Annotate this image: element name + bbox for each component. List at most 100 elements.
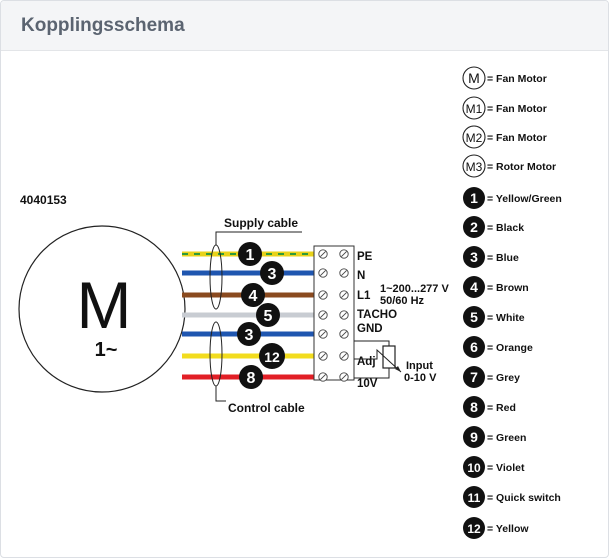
terminal-label: L1 xyxy=(357,290,371,302)
wire-3: 4 xyxy=(182,283,316,307)
legend-symbol-text: 1 xyxy=(470,190,478,206)
legend-item: 1= Yellow/Green xyxy=(463,187,562,209)
legend-color-badge xyxy=(463,246,485,268)
terminal-screw xyxy=(318,329,328,339)
legend-color-badge xyxy=(463,366,485,388)
legend-symbol-text: 4 xyxy=(470,279,478,295)
potentiometer-arrow xyxy=(395,366,401,372)
wire-badge xyxy=(241,283,265,307)
legend-symbol-text: 8 xyxy=(470,399,478,415)
potentiometer-lead-bottom xyxy=(354,368,390,379)
terminal-screw xyxy=(339,372,349,382)
legend-item: 10 = Violet xyxy=(463,456,525,478)
motor-symbol: M xyxy=(77,268,132,342)
legend-item: M= Fan Motor xyxy=(462,66,547,90)
legend-color-badge xyxy=(463,276,485,298)
legend-motor-symbol xyxy=(462,66,486,90)
terminal-screw xyxy=(318,290,328,300)
frequency-label: 50/60 Hz xyxy=(380,295,425,307)
legend-text: = Green xyxy=(487,432,526,444)
wire-2: 3 xyxy=(182,261,316,285)
legend-item: M2 = Fan Motor xyxy=(462,125,547,149)
page-title: Kopplingsschema xyxy=(21,15,185,36)
legend-symbol-text: 7 xyxy=(470,369,478,385)
legend-text: = Rotor Motor xyxy=(487,161,556,173)
legend-symbol-text: M1 xyxy=(466,102,483,116)
legend-color-badge xyxy=(463,486,485,508)
legend-item: M1 = Fan Motor xyxy=(462,96,547,120)
legend-text: = Yellow xyxy=(487,523,529,535)
supply-cable-label: Supply cable xyxy=(224,216,298,230)
legend-text: = Violet xyxy=(487,462,525,474)
legend-symbol-text: 11 xyxy=(468,491,481,505)
terminal-screw xyxy=(339,351,349,361)
legend-item: 6= Orange xyxy=(463,336,533,358)
legend-color-badge xyxy=(463,336,485,358)
legend-color-badge xyxy=(463,396,485,418)
legend-item: 11 = Quick switch xyxy=(463,486,561,508)
legend-color-badge xyxy=(463,216,485,238)
legend-symbol-text: 5 xyxy=(470,309,478,325)
legend-item: 4= Brown xyxy=(463,276,529,298)
terminal-label: 10V xyxy=(357,378,378,390)
wire-badge xyxy=(259,343,285,369)
voltage-label: 1~200...277 V xyxy=(380,283,449,295)
legend-text: = Black xyxy=(487,222,524,234)
legend-motor-symbol xyxy=(462,96,486,120)
control-cable-label: Control cable xyxy=(228,401,305,415)
legend-motor-symbol xyxy=(462,154,486,178)
wire-badge-number: 3 xyxy=(245,327,254,344)
terminal-screw xyxy=(339,268,349,278)
wire-badge-number: 3 xyxy=(268,266,277,283)
legend-motor-symbol xyxy=(462,125,486,149)
legend-symbol-text: 3 xyxy=(470,249,478,265)
wire-7: 8 xyxy=(182,365,316,389)
legend-text: = Blue xyxy=(487,252,519,264)
legend-color-badge xyxy=(463,456,485,478)
potentiometer: Input 0-10 V xyxy=(354,340,437,384)
wire-badge xyxy=(237,322,261,346)
legend-symbol-text: 10 xyxy=(467,461,481,475)
potentiometer-wiper xyxy=(354,348,402,373)
legend-symbol-text: 6 xyxy=(470,339,478,355)
wire-1: 1 xyxy=(182,242,316,266)
legend-item: M3 = Rotor Motor xyxy=(462,154,556,178)
legend-item: 5 = White xyxy=(463,306,525,328)
terminal-label: N xyxy=(357,270,365,282)
card-header: Kopplingsschema xyxy=(1,1,608,51)
legend-text: = Fan Motor xyxy=(487,103,547,115)
legend-text: = Quick switch xyxy=(487,492,561,504)
legend-color-badge xyxy=(463,426,485,448)
legend-color-badge xyxy=(463,187,485,209)
terminal-screw xyxy=(339,290,349,300)
legend-item: 3 = Blue xyxy=(463,246,519,268)
legend-item: 12= Yellow xyxy=(463,517,529,539)
legend-symbol-text: M3 xyxy=(466,160,483,174)
legend-text: = Grey xyxy=(487,372,520,384)
legend-symbol-text: M2 xyxy=(466,131,483,145)
wire-badge-number: 4 xyxy=(249,288,258,305)
wire-badge-number: 12 xyxy=(264,349,280,365)
input-label: Input xyxy=(406,360,433,372)
terminal-screw xyxy=(318,372,328,382)
legend-item: 7 = Grey xyxy=(463,366,520,388)
wire-badge xyxy=(256,303,280,327)
legend-text: = White xyxy=(487,312,525,324)
supply-spec: 1~200...277 V 50/60 Hz xyxy=(380,283,449,307)
wire-badge-number: 8 xyxy=(247,370,256,387)
wire-badge-number: 5 xyxy=(264,308,273,325)
terminal-screw xyxy=(318,268,328,278)
wire-badge xyxy=(238,242,262,266)
legend-text: = Fan Motor xyxy=(487,132,547,144)
terminal-screw xyxy=(339,329,349,339)
wire-badge-number: 1 xyxy=(246,247,255,264)
terminal-screw xyxy=(318,310,328,320)
legend-text: = Fan Motor xyxy=(487,73,547,85)
terminal-label: PE xyxy=(357,251,373,263)
motor-phase: 1~ xyxy=(95,339,118,361)
terminal-screw xyxy=(318,351,328,361)
wire-4: 5 xyxy=(182,303,316,327)
